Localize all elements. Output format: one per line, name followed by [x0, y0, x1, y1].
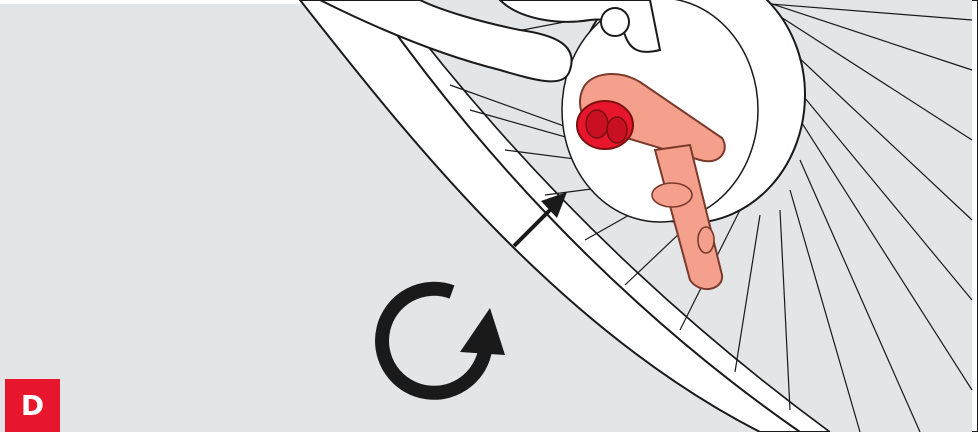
red-cap: [577, 101, 633, 149]
step-letter-badge: D: [5, 379, 60, 432]
axle-nub: [601, 8, 629, 36]
